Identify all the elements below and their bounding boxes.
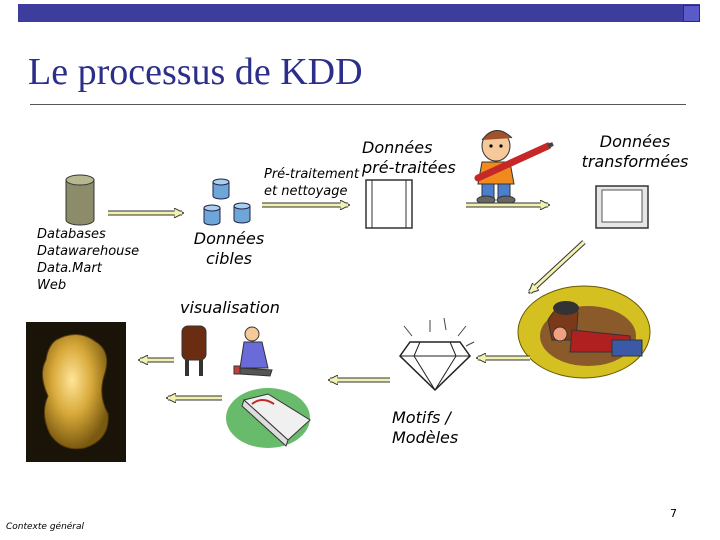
top-bar <box>18 4 700 22</box>
label-visualisation: visualisation <box>180 298 280 317</box>
transformed-data-box-icon <box>595 185 649 229</box>
title-underline <box>30 104 686 105</box>
flow-arrows <box>108 205 586 398</box>
miner-icon <box>517 285 651 379</box>
target-data-cylinders-icon <box>203 178 251 226</box>
diamond-icon <box>399 317 475 392</box>
boy-with-pencil-icon <box>474 130 554 205</box>
label-preprocessing: Pré-traitement et nettoyage <box>264 167 359 199</box>
gold-nugget-image <box>26 322 126 462</box>
tv-viewer-icon <box>181 325 273 377</box>
database-cylinder-icon <box>65 174 95 226</box>
label-target-data: Données cibles <box>193 229 265 268</box>
top-bar-square <box>683 5 700 22</box>
slide-title: Le processus de KDD <box>28 51 363 93</box>
page-number: 7 <box>670 507 677 520</box>
preprocessed-data-box-icon <box>365 179 413 229</box>
label-preprocessed-data: Données pré-traitées <box>362 138 456 177</box>
label-transformed-data: Données transformées <box>581 132 689 171</box>
open-book-icon <box>226 388 311 448</box>
label-data-sources: Databases Datawarehouse Data.Mart Web <box>37 227 140 293</box>
label-patterns-models: Motifs / Modèles <box>392 408 459 447</box>
footer-text: Contexte général <box>6 522 85 532</box>
